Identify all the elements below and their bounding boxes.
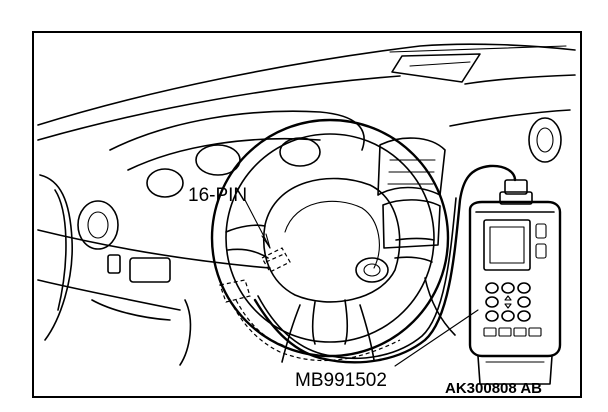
scan-tool-device: [468, 179, 562, 385]
scan-tool-cable: [253, 164, 517, 364]
steering-wheel-drawing: [210, 118, 450, 363]
tool-part-number-label: MB991502: [295, 370, 387, 391]
connector-leader-line: [244, 199, 271, 249]
data-link-connector: [219, 247, 401, 362]
connector-label: 16-PIN: [188, 185, 247, 206]
figure-code-label: AK300808 AB: [445, 380, 542, 397]
tool-leader-line: [394, 309, 479, 367]
dashboard-drawing: [37, 43, 576, 366]
